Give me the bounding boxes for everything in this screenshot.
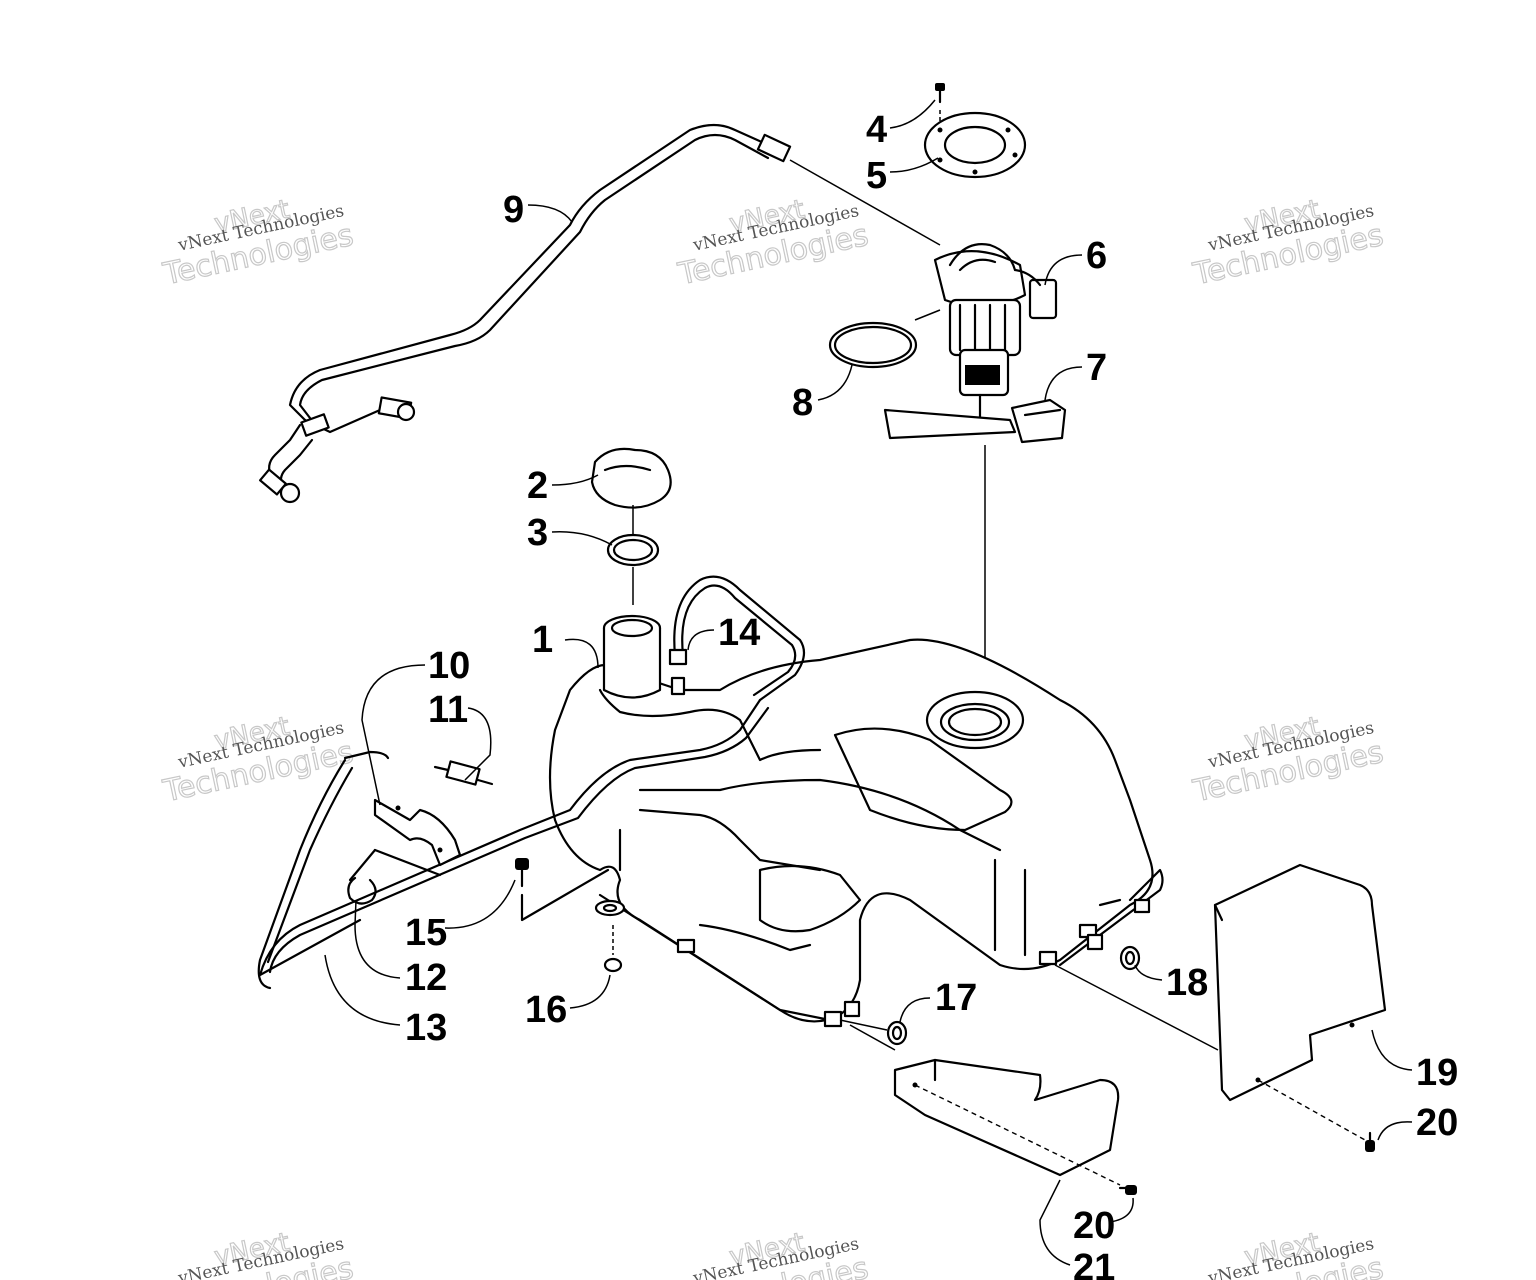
part-20-screw-right xyxy=(1365,1131,1375,1152)
callout-5: 5 xyxy=(866,155,887,197)
part-7-fuel-sender xyxy=(883,398,1067,745)
callout-20-right: 20 xyxy=(1416,1102,1458,1144)
part-1-fuel-tank xyxy=(548,614,1164,1028)
callout-8: 8 xyxy=(792,382,813,424)
part-2-fuel-cap xyxy=(590,447,672,509)
callout-12: 12 xyxy=(405,957,447,999)
callout-16: 16 xyxy=(525,989,567,1031)
callout-18: 18 xyxy=(1166,962,1208,1004)
callout-14: 14 xyxy=(718,612,760,654)
part-5-flange-ring xyxy=(923,111,1027,179)
part-6-fuel-pump xyxy=(789,159,1058,422)
part-9-fuel-hose xyxy=(258,123,792,504)
part-8-o-ring xyxy=(828,321,918,369)
watermark-8: vNext vNext Technologies Technologies xyxy=(674,1227,872,1280)
part-10-bracket xyxy=(373,798,462,867)
watermark-9: vNext vNext Technologies Technologies xyxy=(1189,1227,1387,1280)
callout-19: 19 xyxy=(1416,1052,1458,1094)
callout-21: 21 xyxy=(1073,1247,1115,1280)
callout-6: 6 xyxy=(1086,235,1107,277)
callout-17: 17 xyxy=(935,977,977,1019)
watermark-3: vNext vNext Technologies Technologies xyxy=(1189,194,1387,293)
callouts: 1 2 3 4 5 6 7 8 9 10 11 12 13 14 15 16 1 xyxy=(324,99,1458,1280)
part-18-grommet xyxy=(1119,945,1141,971)
callout-11: 11 xyxy=(428,689,468,731)
callout-10: 10 xyxy=(428,645,470,687)
callout-13: 13 xyxy=(405,1007,447,1049)
callout-9: 9 xyxy=(503,189,524,231)
callout-2: 2 xyxy=(527,465,548,507)
part-20-screw-lower xyxy=(1118,1185,1137,1195)
part-15-fastener xyxy=(515,858,610,922)
part-16-nut xyxy=(603,925,623,973)
callout-7: 7 xyxy=(1086,347,1107,389)
watermark-2: vNext vNext Technologies Technologies xyxy=(674,194,872,293)
callout-20-lower: 20 xyxy=(1073,1205,1115,1247)
callout-1: 1 xyxy=(532,619,553,661)
part-3-cap-gasket xyxy=(606,505,660,605)
watermark-7: vNext vNext Technologies Technologies xyxy=(159,1227,357,1280)
part-12-hose-clamp xyxy=(347,848,442,905)
part-17-grommet xyxy=(839,1019,908,1046)
part-13-vent-line xyxy=(257,698,770,990)
part-11-inline-filter xyxy=(433,760,494,786)
callout-4: 4 xyxy=(866,109,887,151)
callout-15: 15 xyxy=(405,912,447,954)
watermark-1: vNext vNext Technologies Technologies xyxy=(159,194,357,293)
callout-3: 3 xyxy=(527,512,548,554)
part-21-heat-shield xyxy=(849,1024,1121,1186)
part-19-heat-shield xyxy=(1054,863,1387,1141)
watermark-6: vNext vNext Technologies Technologies xyxy=(1189,711,1387,810)
part-14-vent-hose xyxy=(668,575,806,702)
